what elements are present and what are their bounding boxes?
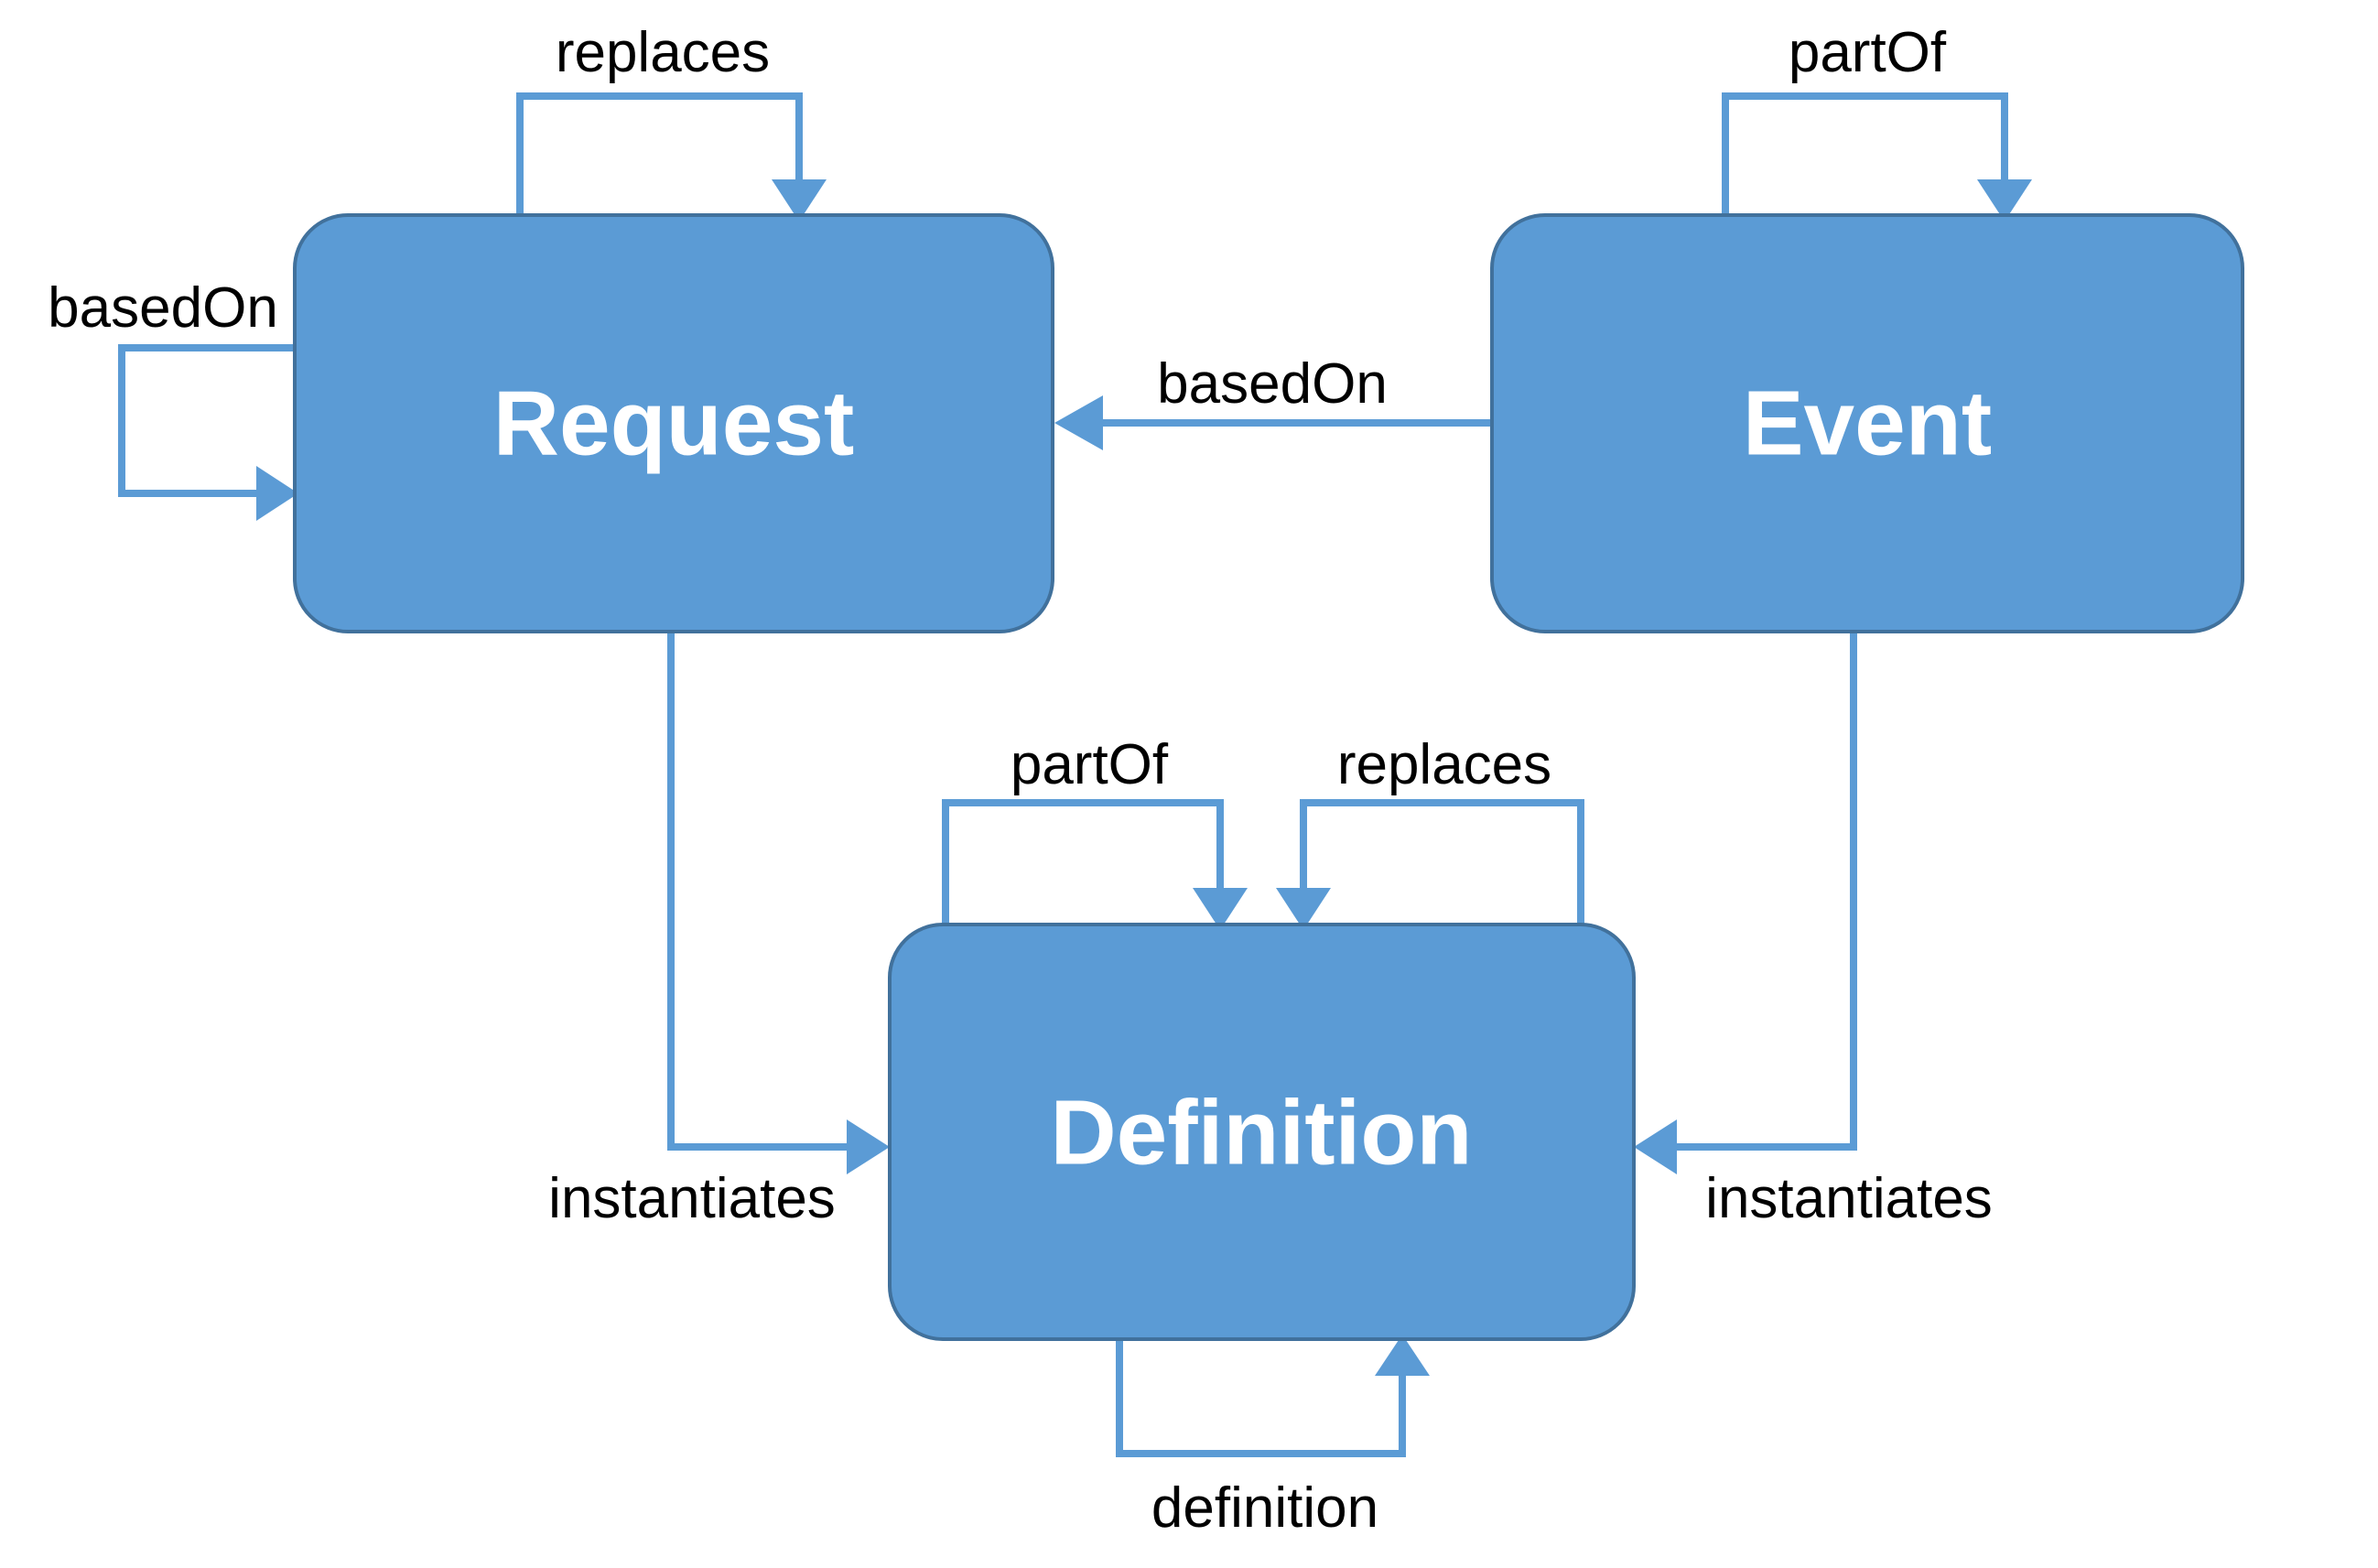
edge-definition-partof (942, 799, 1248, 930)
edge-request-instantiates-arrowhead (847, 1119, 890, 1174)
edge-request-basedon-path (118, 344, 297, 497)
edge-request-basedon-arrowhead (256, 466, 298, 521)
edge-request-basedon (118, 344, 298, 521)
edge-event-instantiates (1634, 630, 1857, 1174)
edge-definition-partof-path (942, 799, 1224, 927)
node-request[interactable]: Request (293, 213, 1054, 633)
node-definition[interactable]: Definition (888, 923, 1636, 1341)
node-event-label: Event (1743, 372, 1992, 474)
edge-event-instantiates-path (1677, 630, 1857, 1151)
edge-label-event-basedon-request: basedOn (1157, 352, 1388, 416)
edge-request-instantiates (667, 630, 890, 1174)
edge-event-instantiates-arrowhead (1634, 1119, 1677, 1174)
node-request-label: Request (493, 372, 855, 474)
edge-label-event-instantiates: instantiates (1705, 1167, 1993, 1230)
edge-event-basedon-request-arrowhead (1054, 395, 1103, 450)
edge-label-definition-definition: definition (1151, 1476, 1378, 1540)
edge-definition-replaces-path (1300, 799, 1584, 927)
edge-definition-replaces-arrowhead (1276, 888, 1331, 930)
edge-label-request-instantiates: instantiates (548, 1167, 836, 1230)
edge-label-request-basedon: basedOn (48, 276, 278, 340)
node-definition-shape[interactable] (888, 923, 1636, 1341)
edge-request-replaces-arrowhead (772, 179, 827, 222)
edge-definition-replaces (1276, 799, 1584, 930)
edge-event-partof-path (1722, 92, 2008, 218)
node-request-shape[interactable] (293, 213, 1054, 633)
edge-label-definition-replaces: replaces (1337, 733, 1551, 796)
node-event-shape[interactable] (1490, 213, 2244, 633)
edge-definition-partof-arrowhead (1193, 888, 1248, 930)
edge-request-replaces (516, 92, 827, 222)
edge-request-replaces-path (516, 92, 803, 218)
edge-definition-definition (1116, 1335, 1430, 1457)
edge-label-event-partof: partOf (1789, 21, 1947, 84)
node-event[interactable]: Event (1490, 213, 2244, 633)
node-definition-label: Definition (1050, 1081, 1472, 1184)
edge-definition-definition-arrowhead (1375, 1335, 1430, 1376)
edge-event-partof-arrowhead (1977, 179, 2032, 222)
edge-request-instantiates-path (667, 630, 847, 1151)
edge-event-basedon-request (1054, 395, 1490, 450)
edge-label-request-replaces: replaces (556, 21, 770, 84)
edge-definition-definition-path (1116, 1337, 1406, 1457)
edge-label-definition-partof: partOf (1011, 733, 1169, 796)
edge-event-partof (1722, 92, 2032, 222)
